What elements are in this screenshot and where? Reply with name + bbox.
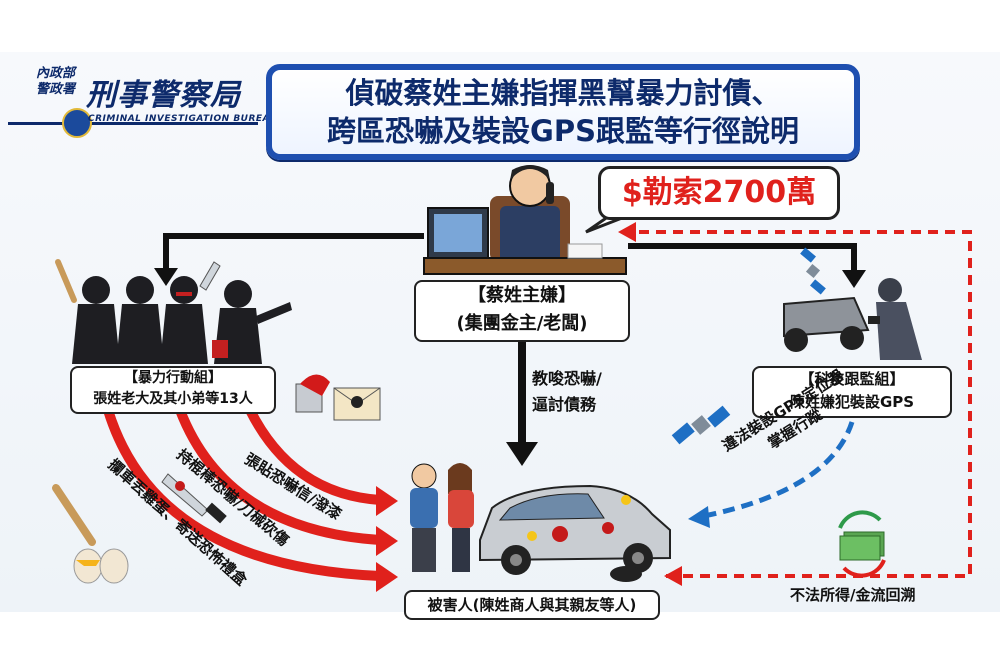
- cash-recycle-icon: [838, 510, 886, 578]
- arrow-head-victim: [506, 442, 538, 466]
- tech-group-label: 【科技跟監組】 陳姓嫌犯裝設GPS: [752, 366, 952, 418]
- red-arrow-beating: [175, 408, 381, 545]
- money-trace-dashed-line: [632, 230, 972, 578]
- extortion-bubble: $勒索2700萬: [598, 166, 840, 220]
- logo-bureau-english: CRIMINAL INVESTIGATION BUREAU: [88, 114, 278, 124]
- victims-illustration: [410, 463, 474, 572]
- violence-group-title: 【暴力行動組】: [124, 370, 222, 386]
- title-box: 偵破蔡姓主嫌指揮黑幫暴力討債、 跨區恐嚇及裝設GPS跟監等行徑說明: [266, 64, 860, 160]
- instigation-line2: 逼討債務: [532, 395, 597, 414]
- police-badge-icon: [62, 108, 92, 138]
- boss-desk-illustration: [423, 165, 627, 275]
- money-trace-label: 不法所得/金流回溯: [790, 586, 916, 604]
- money-arrow-head-bottom: [664, 566, 682, 586]
- tech-group-title: 【科技跟監組】: [799, 370, 905, 388]
- vandalized-car-illustration: [479, 484, 671, 582]
- arrow-head-violence: [154, 268, 178, 286]
- money-arrow-head-top: [618, 222, 636, 242]
- gps-tracking-dashed-arrow: [703, 421, 855, 519]
- boss-subtitle: (集團金主/老闆): [456, 313, 588, 334]
- paint-bucket-small-icon: [212, 340, 228, 358]
- logo-agency-line2: 警政署: [36, 82, 76, 97]
- logo-bureau-name: 刑事警察局: [86, 78, 241, 113]
- instigation-line1: 教唆恐嚇/: [532, 369, 602, 388]
- bat-and-eggs-icon: [52, 484, 129, 584]
- satellite-gps-icon: [671, 405, 731, 445]
- logo-agency-line1: 內政部: [36, 66, 76, 81]
- bloody-knife-icon: [161, 473, 227, 524]
- instigation-label: 教唆恐嚇/ 逼討債務: [532, 366, 602, 418]
- satellite-icon: [800, 247, 826, 295]
- title-line2: 跨區恐嚇及裝設GPS跟監等行徑說明: [327, 114, 799, 148]
- threat-letter-icon: [333, 387, 381, 421]
- boss-label: 【蔡姓主嫌】 (集團金主/老闆): [414, 280, 630, 342]
- gps-arrow-head: [688, 506, 710, 528]
- logo-agency-text: 內政部 警政署: [36, 66, 75, 98]
- phone-icon: [546, 182, 554, 204]
- boss-title: 【蔡姓主嫌】: [468, 285, 576, 306]
- violence-group-subtitle: 張姓老大及其小弟等13人: [93, 391, 253, 407]
- victim-label: 被害人(陳姓商人與其親友等人): [404, 590, 660, 620]
- thugs-illustration: [55, 259, 292, 364]
- cib-logo: 內政部 警政署 刑事警察局 CRIMINAL INVESTIGATION BUR…: [8, 64, 277, 144]
- tech-tracker-illustration: [783, 247, 922, 360]
- red-arrow-posting: [245, 407, 381, 505]
- violence-group-label: 【暴力行動組】 張姓老大及其小弟等13人: [70, 366, 276, 414]
- tech-group-subtitle: 陳姓嫌犯裝設GPS: [789, 393, 915, 411]
- bat-icon: [55, 259, 77, 303]
- red-arrow-head-blocking: [376, 562, 398, 592]
- title-line1: 偵破蔡姓主嫌指揮黑幫暴力討債、: [345, 76, 781, 110]
- red-arrow-head-beating: [376, 526, 398, 556]
- arrow-head-tech: [842, 270, 866, 288]
- arrow-boss-to-tech: [628, 243, 857, 276]
- red-arrow-blocking: [103, 408, 381, 581]
- knife-icon: [199, 261, 221, 291]
- paint-bucket-icon: [295, 374, 330, 413]
- red-arrow-head-posting: [376, 486, 398, 516]
- arrow-boss-to-violence: [163, 233, 424, 274]
- logo-underline: [8, 122, 258, 125]
